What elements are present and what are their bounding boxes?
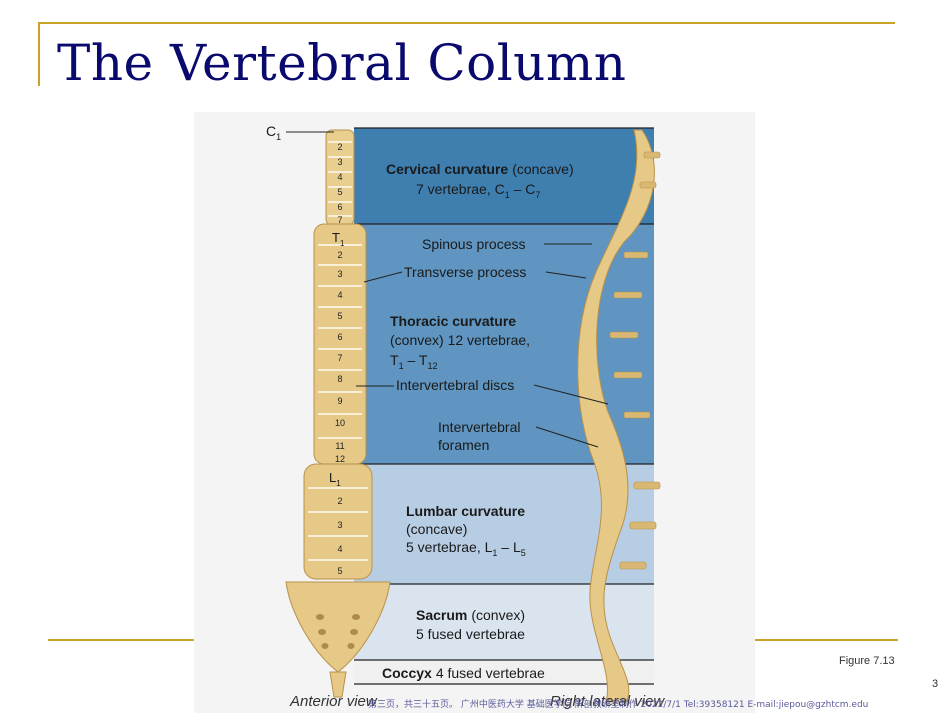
sacrum-title: Sacrum(convex): [416, 607, 525, 623]
vertebra-number: 10: [335, 418, 345, 428]
vertebra-number: 7: [337, 353, 342, 363]
vertebra-number: 7: [337, 215, 342, 225]
vertebra-number: 11: [335, 441, 344, 451]
vertebra-number: 3: [337, 157, 342, 167]
vertebra-number: 8: [337, 374, 342, 384]
foramen-leader: [535, 426, 599, 448]
vertebra-number: 5: [337, 311, 342, 321]
thoracic-count: (convex) 12 vertebrae,: [390, 332, 530, 348]
anterior-spine: [285, 129, 391, 698]
vertebra-number: 9: [337, 396, 342, 406]
spinous-process-label: Spinous process: [422, 236, 526, 252]
vertebra-number: 12: [335, 454, 345, 464]
top-rule: [38, 22, 895, 24]
discs-leader-right: [533, 384, 609, 405]
cervical-count: 7 vertebrae, C1 – C7: [416, 181, 540, 200]
l1-label: L1: [329, 470, 341, 488]
vertebra-number: 5: [337, 566, 342, 576]
thoracic-title: Thoracic curvature: [390, 313, 516, 329]
vertebral-column-illustration: C1 T1 L1 2 3 4 5 6 7 2 3 4 5 6 7 8 9 10 …: [194, 112, 755, 713]
figure-label: Figure 7.13: [839, 655, 895, 667]
cervical-title: Cervical curvature(concave): [386, 161, 574, 177]
right-lateral-view-label: Right lateral view: [550, 693, 665, 710]
foramen-label-line1: Intervertebral: [438, 419, 520, 435]
intervertebral-discs-label: Intervertebral discs: [396, 377, 514, 393]
vertebra-number: 4: [337, 172, 342, 182]
vertebra-number: 5: [337, 187, 342, 197]
thoracic-range: T1 – T12: [390, 352, 437, 371]
anterior-view-label: Anterior view: [289, 693, 378, 710]
lumbar-count: 5 vertebrae, L1 – L5: [406, 539, 526, 558]
left-rule: [38, 22, 40, 86]
vertebra-number: 6: [337, 332, 342, 342]
vertebra-number: 4: [337, 544, 342, 554]
thoracic-numbers: 2 3 4 5 6 7 8 9 10 11 12: [335, 250, 345, 464]
vertebra-number: 2: [337, 142, 342, 152]
vertebral-column-figure: C1 T1 L1 2 3 4 5 6 7 2 3 4 5 6 7 8 9 10 …: [194, 112, 755, 713]
vertebra-number: 2: [337, 250, 342, 260]
vertebra-number: 3: [337, 520, 342, 530]
foramen-label-line2: foramen: [438, 437, 489, 453]
lumbar-qualifier: (concave): [406, 521, 467, 537]
lumbar-numbers: 2 3 4 5: [337, 496, 342, 576]
transverse-leader-left: [363, 271, 403, 283]
t1-label: T1: [332, 230, 345, 248]
slide-footer: 第三页，共三十五页。 广州中医药大学 基础医学院 解剖教研室制作 2022/7/…: [368, 697, 868, 710]
page-number: 3: [932, 678, 939, 690]
vertebra-number: 4: [337, 290, 342, 300]
transverse-leader-right: [545, 271, 587, 279]
cervical-band: [354, 128, 654, 224]
vertebra-number: 6: [337, 202, 342, 212]
vertebra-number: 2: [337, 496, 342, 506]
transverse-process-label: Transverse process: [404, 264, 526, 280]
sacrum-count: 5 fused vertebrae: [416, 626, 525, 642]
footer-credit: 广州中医药大学 基础医学院 解剖教研室制作 2022/7/1 Tel:39358…: [460, 700, 869, 710]
vertebra-number: 3: [337, 269, 342, 279]
footer-page: 第三页，共三十五页。: [368, 700, 459, 710]
cervical-numbers: 2 3 4 5 6 7: [337, 142, 342, 225]
lumbar-title: Lumbar curvature: [406, 503, 525, 519]
c1-label: C1: [266, 123, 281, 142]
lateral-spine: [577, 129, 661, 703]
slide-title: The Vertebral Column: [57, 34, 627, 92]
